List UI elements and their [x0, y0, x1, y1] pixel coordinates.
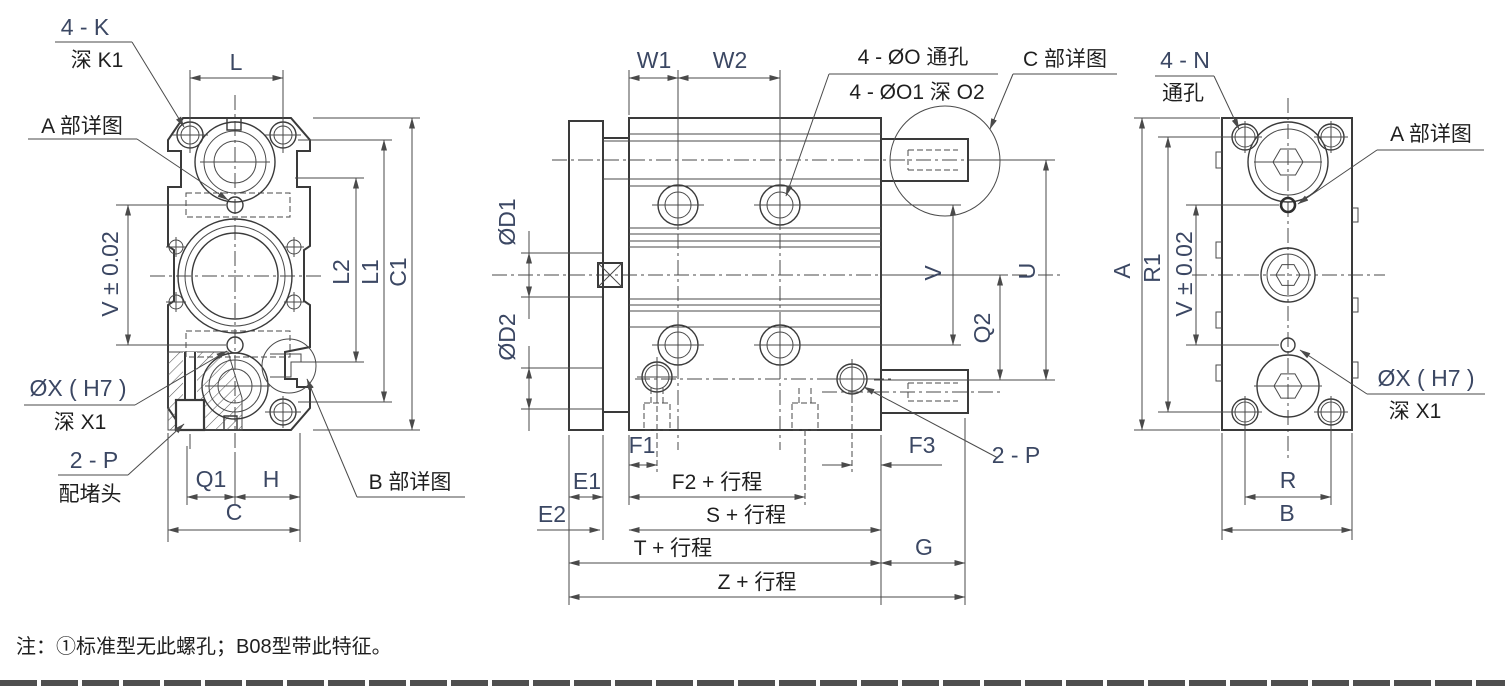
dim-Z-stroke: Z + 行程	[718, 571, 797, 594]
label-holes-counterbore: 4 - ØO1 深 O2	[849, 81, 984, 104]
dim-B: B	[1279, 500, 1294, 526]
label-detail-c: C 部详图	[1023, 48, 1107, 71]
label-pin-hole-rear: ØX ( H7 )	[1377, 365, 1474, 391]
dim-L2: L2	[328, 259, 354, 285]
label-detail-a: A 部详图	[41, 115, 123, 138]
label-pin-hole-depth-rear: 深 X1	[1389, 400, 1442, 423]
dim-C1: C1	[385, 257, 411, 286]
label-ports-mid: 2 - P	[992, 442, 1041, 468]
dim-H: H	[263, 466, 280, 492]
dim-V-tol: V ± 0.02	[97, 231, 123, 317]
label-corner-holes: 4 - K	[61, 14, 110, 40]
dim-S-stroke: S + 行程	[706, 504, 786, 527]
dim-G: G	[915, 534, 933, 560]
dim-R: R	[1280, 467, 1297, 493]
side-screws	[166, 237, 304, 312]
label-corner-holes-rear: 4 - N	[1160, 47, 1210, 73]
dim-A: A	[1109, 263, 1135, 279]
dim-Q1: Q1	[196, 466, 227, 492]
dim-D2: ØD2	[494, 313, 520, 360]
rear-view: 4 - N 通孔 A 部详图 A R1 V ± 0.02 ØX ( H7 ) 深…	[1109, 47, 1485, 540]
dim-T-stroke: T + 行程	[634, 537, 712, 560]
dowel-hole-bottom-rear	[1280, 337, 1296, 353]
dim-W1: W1	[637, 47, 672, 73]
dim-R1: R1	[1139, 253, 1165, 282]
label-detail-a-rear: A 部详图	[1390, 123, 1472, 146]
detail-c-circle	[889, 105, 1001, 217]
dowel-hole-top-rear	[1279, 196, 1297, 214]
dim-E1: E1	[573, 468, 601, 494]
dim-F1: F1	[629, 432, 656, 458]
breather-port	[597, 262, 623, 288]
dowel-hole-top	[226, 196, 244, 214]
dim-W2: W2	[713, 47, 748, 73]
label-ports: 2 - P	[70, 447, 119, 473]
detail-b-circle	[261, 338, 317, 394]
dim-V-rear: V ± 0.02	[1171, 231, 1197, 317]
air-ports	[637, 357, 872, 399]
label-pin-hole-depth: 深 X1	[54, 411, 107, 434]
dim-F2-stroke: F2 + 行程	[672, 471, 762, 494]
dim-F3: F3	[909, 432, 936, 458]
cylinder-body	[628, 117, 882, 431]
label-corner-holes-through: 通孔	[1162, 82, 1204, 105]
guide-rod-end	[880, 369, 969, 414]
dim-Q2: Q2	[969, 313, 995, 344]
dim-D1: ØD1	[494, 198, 520, 245]
dim-L1: L1	[357, 259, 383, 285]
label-pin-hole: ØX ( H7 )	[29, 375, 126, 401]
port-plug	[174, 398, 206, 432]
label-corner-holes-depth: 深 K1	[71, 49, 124, 72]
label-holes-through: 4 - ØO 通孔	[858, 46, 969, 69]
corner-holes-rear	[1228, 121, 1348, 428]
dim-L: L	[230, 49, 243, 75]
label-detail-b: B 部详图	[369, 471, 452, 494]
dim-V-mid: V	[920, 265, 946, 281]
dim-E2: E2	[538, 501, 566, 527]
dim-C: C	[226, 499, 243, 525]
side-view: W1 W2 4 - ØO 通孔 4 - ØO1 深 O2 C 部详图 ØD1 Ø…	[492, 46, 1117, 605]
footnote: 注：①标准型无此螺孔；B08型带此特征。	[16, 635, 392, 658]
piston-rod-end	[880, 138, 969, 182]
dim-U: U	[1014, 263, 1040, 280]
front-view: 4 - K 深 K1 A 部详图 L V ± 0.02 L2 L1 C1 ØX …	[24, 14, 465, 542]
label-ports-plug: 配堵头	[59, 483, 122, 506]
